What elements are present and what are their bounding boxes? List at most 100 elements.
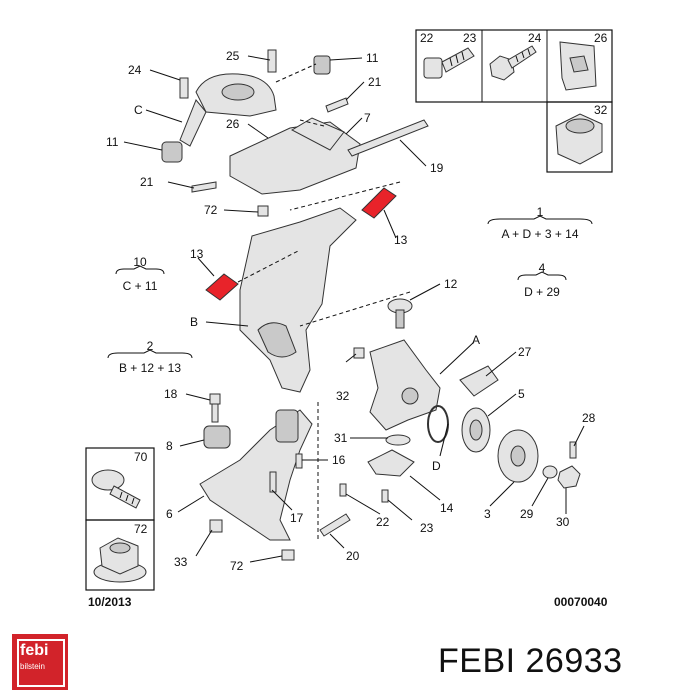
diagram-date: 10/2013 — [88, 595, 132, 609]
label-72-top: 72 — [204, 203, 218, 217]
upper-mount-bracket-icon — [179, 73, 277, 147]
formula-10-expression: C + 11 — [123, 279, 158, 293]
inset-label-32: 32 — [594, 103, 608, 117]
small-bolts-16-17-icon — [269, 453, 303, 493]
bolt-22-23-icon — [423, 47, 475, 79]
label-72-bottom: 72 — [230, 559, 244, 573]
formula-2-expression: B + 12 + 13 — [119, 361, 181, 375]
leader-lines — [123, 55, 585, 563]
label-22: 22 — [376, 515, 390, 529]
small-bolts-22-23-icon — [339, 483, 389, 503]
formula-10-number: 10 — [133, 255, 147, 269]
inset-bottom-left: 70 72 — [85, 447, 155, 591]
label-13-left: 13 — [190, 247, 204, 261]
label-12: 12 — [444, 277, 458, 291]
formula-4: 4 D + 29 — [517, 261, 567, 299]
label-11-left: 11 — [106, 135, 119, 149]
label-5: 5 — [518, 387, 525, 401]
clip-nut-26-icon — [559, 41, 597, 91]
label-30: 30 — [556, 515, 570, 529]
label-31: 31 — [334, 431, 348, 445]
label-18: 18 — [164, 387, 178, 401]
bushing-11-left-icon — [161, 141, 183, 163]
upper-control-arm-7-icon — [229, 117, 361, 195]
label-14: 14 — [440, 501, 454, 515]
wheel-hub-carrier-A-icon — [369, 339, 441, 431]
ball-joint-12-icon — [387, 298, 413, 329]
formula-1-expression: A + D + 3 + 14 — [501, 227, 578, 241]
bushing-13-right-icon — [361, 187, 397, 219]
flange-nut-72-icon — [93, 537, 147, 583]
label-B: B — [190, 315, 198, 329]
wheel-hub-3-icon — [497, 429, 539, 483]
label-24: 24 — [128, 63, 142, 77]
label-26: 26 — [226, 117, 240, 131]
washer-29-icon — [542, 465, 558, 479]
formula-10: 10 C + 11 — [115, 255, 165, 293]
label-20: 20 — [346, 549, 360, 563]
inset-label-26: 26 — [594, 31, 608, 45]
ball-joint-14-icon — [367, 449, 415, 477]
label-32: 32 — [336, 389, 350, 403]
inset-top-right: 22 23 24 26 32 — [415, 29, 613, 173]
label-33: 33 — [174, 555, 188, 569]
formula-2: 2 B + 12 + 13 — [107, 339, 193, 375]
bolt-18-icon — [209, 393, 221, 423]
label-A: A — [472, 333, 480, 347]
bushing-8-icon — [203, 425, 231, 449]
inset-label-22: 22 — [420, 31, 434, 45]
label-16: 16 — [332, 453, 346, 467]
bolt-20-icon — [319, 513, 351, 537]
formula-2-number: 2 — [147, 339, 154, 353]
flange-bolt-70-icon — [91, 469, 141, 509]
bushing-11-upper-icon — [313, 55, 331, 75]
inset-label-72: 72 — [134, 522, 148, 536]
part-number: FEBI 26933 — [438, 642, 623, 680]
inset-label-23: 23 — [463, 31, 477, 45]
bolt-24-icon — [489, 45, 537, 81]
wheel-bearing-5-icon — [461, 407, 491, 453]
nut-72-lower-icon — [281, 549, 295, 561]
label-25: 25 — [226, 49, 240, 63]
inset-label-70: 70 — [134, 450, 148, 464]
formula-1-number: 1 — [537, 205, 544, 219]
bolt-24-main-icon — [179, 77, 189, 99]
nut-32-main-icon — [353, 347, 365, 359]
bushing-13-left-icon — [205, 273, 239, 301]
logo-text: febi — [20, 642, 49, 659]
febi-logo: febi bilstein — [12, 634, 68, 690]
alignment-lines — [237, 63, 411, 540]
label-7: 7 — [364, 111, 371, 125]
label-13-right: 13 — [394, 233, 408, 247]
logo-subtext: bilstein — [20, 662, 45, 671]
label-19: 19 — [430, 161, 444, 175]
label-C: C — [134, 103, 143, 117]
label-21-top: 21 — [368, 75, 382, 89]
formula-4-expression: D + 29 — [524, 285, 560, 299]
inset-label-24: 24 — [528, 31, 542, 45]
label-D: D — [432, 459, 441, 473]
stud-28-icon — [569, 441, 577, 459]
bolt-25-icon — [267, 49, 277, 73]
label-8: 8 — [166, 439, 173, 453]
label-21-left: 21 — [140, 175, 154, 189]
logo-frame — [17, 639, 65, 687]
label-28: 28 — [582, 411, 596, 425]
callout-labels: 25 11 24 21 C 7 26 11 19 21 72 13 13 B 1… — [106, 49, 596, 573]
nut-32-icon — [555, 113, 603, 165]
label-29: 29 — [520, 507, 534, 521]
label-17: 17 — [290, 511, 304, 525]
label-3: 3 — [484, 507, 491, 521]
long-bolt-19-icon — [347, 119, 429, 157]
label-27: 27 — [518, 345, 532, 359]
diagram-code: 00070040 — [554, 595, 608, 609]
steering-knuckle-B-icon — [239, 207, 357, 393]
formula-4-number: 4 — [539, 261, 546, 275]
label-23: 23 — [420, 521, 434, 535]
nut-33-icon — [209, 519, 223, 533]
label-6: 6 — [166, 507, 173, 521]
label-11-top: 11 — [366, 51, 379, 65]
washer-31-icon — [385, 434, 411, 446]
hub-nut-30-icon — [557, 465, 581, 489]
